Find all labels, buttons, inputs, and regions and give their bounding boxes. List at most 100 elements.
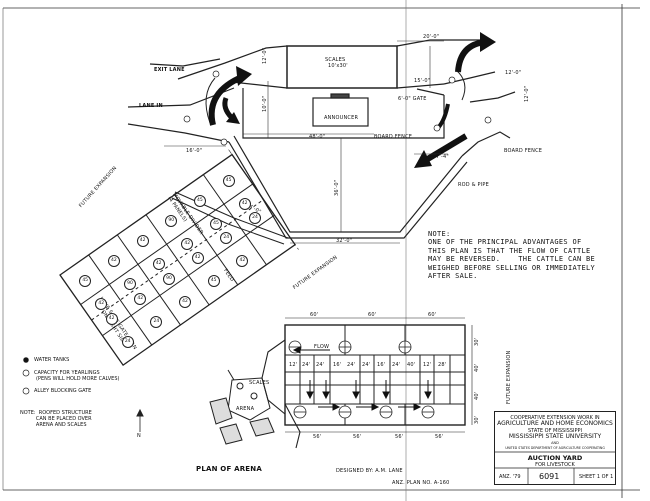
label-scales-size: 10'x30' bbox=[328, 63, 348, 69]
dim-row-span: 24' bbox=[316, 362, 325, 368]
label-flow: FLOW bbox=[314, 344, 330, 350]
pen-capacity-label: 24 bbox=[249, 212, 261, 225]
dim-12b: 12'-0" bbox=[505, 70, 522, 76]
label-scales-top: SCALES bbox=[325, 57, 346, 63]
tb-line5: AND bbox=[551, 441, 559, 445]
note-body: ONE OF THE PRINCIPAL ADVANTAGES OF THIS … bbox=[428, 238, 596, 281]
legend-capacity: CAPACITY FOR YEARLINGS bbox=[34, 370, 100, 376]
arena-lower bbox=[209, 369, 275, 445]
tb-line1: COOPERATIVE EXTENSION WORK IN bbox=[510, 415, 600, 421]
tb-line2: AGRICULTURE AND HOME ECONOMICS bbox=[497, 420, 613, 427]
tb-line6: UNITED STATES DEPARTMENT OF AGRICULTURE … bbox=[505, 446, 605, 450]
pen-capacity-label: 90 bbox=[165, 214, 178, 227]
pen-capacity-label: 42 bbox=[181, 237, 194, 250]
dim-12c: 12'-0" bbox=[524, 85, 530, 102]
dim-top-span: 60' bbox=[310, 312, 319, 318]
tb-rev: ANZ. '79 bbox=[499, 474, 521, 480]
pen-capacity-label: 42 bbox=[179, 295, 191, 308]
tb-line4: MISSISSIPPI STATE UNIVERSITY bbox=[508, 433, 602, 440]
dim-row-span: 24' bbox=[347, 362, 356, 368]
label-announcer: ANNOUNCER bbox=[324, 115, 359, 121]
pen-grid-lower bbox=[261, 317, 473, 449]
alley-gates-upper bbox=[183, 70, 492, 146]
pen-capacity-label: 24 bbox=[121, 335, 134, 348]
dimension-lines-upper bbox=[164, 40, 448, 244]
dim-row-span: 40' bbox=[407, 362, 416, 368]
dim-12a: 12'-0" bbox=[262, 47, 268, 64]
pen-capacity-label: 42 bbox=[236, 255, 249, 268]
pen-capacity-label: 45 bbox=[193, 194, 206, 207]
label-board-fence-1: BOARD FENCE bbox=[374, 134, 413, 140]
tb-name: AUCTION YARD bbox=[527, 454, 583, 462]
designer: DESIGNED BY: A.M. LANE bbox=[336, 468, 403, 474]
legend-symbols bbox=[22, 357, 30, 395]
dim-top-span: 60' bbox=[368, 312, 377, 318]
dim-row-span: 16' bbox=[333, 362, 342, 368]
dim-bottom-span: 56' bbox=[395, 434, 404, 440]
tb-line3: STATE OF MISSISSIPPI bbox=[527, 428, 582, 434]
dim-row-span: 28' bbox=[438, 362, 447, 368]
dim-16: 16'-0" bbox=[186, 148, 203, 154]
pen-capacity-label: 42 bbox=[152, 257, 165, 270]
dim-right-30b: 30' bbox=[474, 415, 480, 424]
label-gate: 6'-0" GATE bbox=[398, 96, 427, 102]
flow-arrows-lower bbox=[292, 346, 432, 411]
pen-capacity-label: 42 bbox=[105, 312, 118, 325]
dim-36: 36'-0" bbox=[334, 179, 340, 196]
dim-right-40a: 40' bbox=[474, 363, 480, 372]
pen-capacity-label: 90 bbox=[163, 272, 175, 285]
north-arrow bbox=[136, 408, 144, 432]
plan-ref: ANZ. PLAN NO. A-160 bbox=[392, 480, 450, 486]
pen-capacity-label: 90 bbox=[124, 277, 136, 290]
dim-top-span: 60' bbox=[428, 312, 437, 318]
north-label: N bbox=[137, 433, 141, 439]
pen-capacity-label: 42 bbox=[136, 234, 149, 247]
pen-capacity-label: 42 bbox=[107, 254, 120, 267]
label-board-fence-2: BOARD FENCE bbox=[504, 148, 543, 154]
pen-capacity-label: 42 bbox=[95, 297, 108, 310]
dim-row-span: 24' bbox=[302, 362, 311, 368]
pen-capacity-label: 24 bbox=[150, 315, 163, 328]
legend-roof-note: NOTE: ROOFED STRUCTURE CAN BE PLACED OVE… bbox=[20, 410, 92, 428]
pen-capacity-label: 24 bbox=[220, 232, 233, 245]
tb-sheet: SHEET 1 OF 1 bbox=[579, 474, 614, 480]
dim-32: 32'-0" bbox=[336, 238, 353, 244]
label-arena: ARENA bbox=[236, 406, 255, 412]
title-block: COOPERATIVE EXTENSION WORK IN AGRICULTUR… bbox=[494, 411, 616, 485]
dim-row-span: 12' bbox=[423, 362, 432, 368]
dim-10: 10'-0" bbox=[262, 95, 268, 112]
dim-row-span: 24' bbox=[392, 362, 401, 368]
label-exit-lane: EXIT LANE bbox=[154, 67, 185, 73]
legend-capacity-sub: (PENS WILL HOLD MORE CALVES) bbox=[36, 376, 120, 382]
dim-right-40b: 40' bbox=[474, 391, 480, 400]
pen-capacity-label: 45 bbox=[210, 217, 222, 230]
label-scales-low: SCALES bbox=[249, 380, 270, 386]
page-title: PLAN OF ARENA bbox=[196, 465, 262, 473]
alley-gates-lower bbox=[288, 340, 435, 419]
dim-bottom-span: 56' bbox=[435, 434, 444, 440]
dim-15: 15'-0" bbox=[414, 78, 431, 84]
dim-20: 20'-0" bbox=[423, 34, 440, 40]
pen-capacity-label: 45 bbox=[222, 174, 235, 187]
tb-plan-no: 6091 bbox=[539, 472, 560, 481]
pen-capacity-label: 42 bbox=[238, 197, 251, 210]
pen-capacity-label: 45 bbox=[207, 275, 220, 288]
pen-block-rotated bbox=[59, 149, 299, 367]
dim-bottom-span: 56' bbox=[313, 434, 322, 440]
legend-water-tanks: WATER TANKS bbox=[34, 357, 70, 363]
dim-row-span: 24' bbox=[362, 362, 371, 368]
pen-capacity-label: 42 bbox=[191, 252, 204, 265]
tb-name-sub: FOR LIVESTOCK bbox=[535, 462, 575, 468]
pen-capacity-label: 42 bbox=[134, 292, 147, 305]
dim-bottom-span: 56' bbox=[353, 434, 362, 440]
dim-row-span: 16' bbox=[377, 362, 386, 368]
label-rod-pipe: ROD & PIPE bbox=[458, 182, 490, 188]
label-future-expansion-3: FUTURE EXPANSION bbox=[506, 350, 512, 404]
dim-7-4: 7'-4" bbox=[436, 154, 449, 160]
label-lane-in: LANE IN bbox=[139, 103, 163, 109]
dim-row-span: 12' bbox=[289, 362, 298, 368]
title-block-lines bbox=[494, 451, 616, 485]
pen-capacity-label: 45 bbox=[79, 275, 92, 287]
dim-right-30a: 30' bbox=[474, 337, 480, 346]
